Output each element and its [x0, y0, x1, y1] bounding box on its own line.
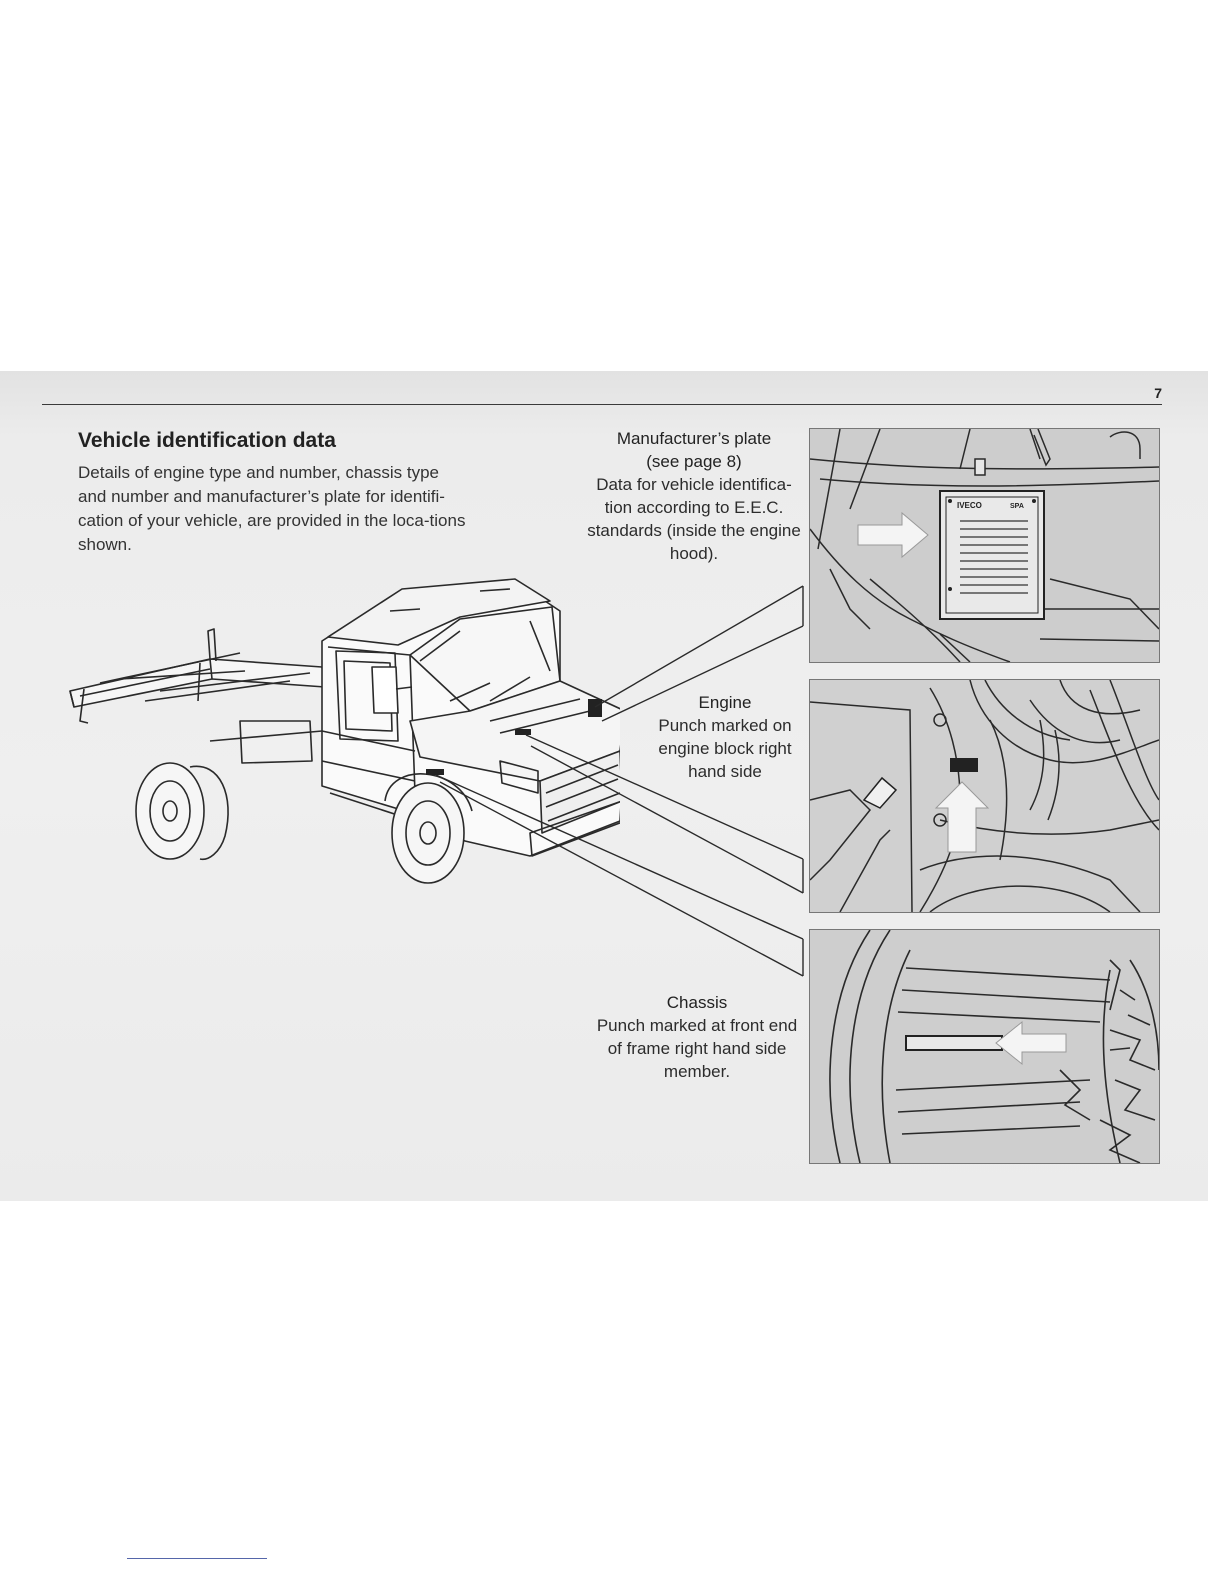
arrow-up-icon: [934, 781, 990, 853]
plate-detail-panel: IVECO SPA: [809, 428, 1160, 663]
chassis-caption-text: Punch marked at front end of frame right…: [596, 1016, 798, 1081]
engine-caption-text: Punch marked on engine block right hand …: [658, 716, 792, 781]
plate-suffix: SPA: [1010, 503, 1024, 510]
engine-stamp: [950, 758, 978, 772]
engine-caption: Engine Punch marked on engine block righ…: [643, 691, 807, 783]
manual-page: 7 Vehicle identification data Details of…: [0, 371, 1208, 1201]
engine-marker: [515, 729, 531, 735]
scan-artifact-line: [127, 1558, 267, 1559]
chassis-caption: Chassis Punch marked at front end of fra…: [594, 991, 800, 1083]
page-number: 7: [1154, 385, 1162, 401]
plate-brand: IVECO: [957, 501, 982, 510]
plate-caption: Manufacturer’s plate (see page 8) Data f…: [585, 427, 803, 565]
engine-detail-panel: [809, 679, 1160, 913]
section-heading: Vehicle identification data: [78, 429, 336, 452]
chassis-detail-panel: [809, 929, 1160, 1164]
truck-illustration: [69, 578, 620, 884]
plate-caption-title: Manufacturer’s plate: [616, 429, 772, 448]
chassis-caption-title: Chassis: [666, 993, 728, 1012]
intro-paragraph: Details of engine type and number, chass…: [78, 463, 466, 554]
plate-caption-text: Data for vehicle identifica-tion accordi…: [587, 475, 801, 563]
chassis-marker: [426, 769, 444, 775]
arrow-left-icon: [995, 1020, 1067, 1066]
header-rule: [42, 404, 1162, 405]
plate-marker: [588, 699, 602, 717]
plate-caption-reference: (see page 8): [646, 452, 742, 471]
leader-lines: [435, 585, 804, 977]
arrow-right-icon: [857, 511, 929, 559]
engine-caption-title: Engine: [698, 693, 752, 712]
